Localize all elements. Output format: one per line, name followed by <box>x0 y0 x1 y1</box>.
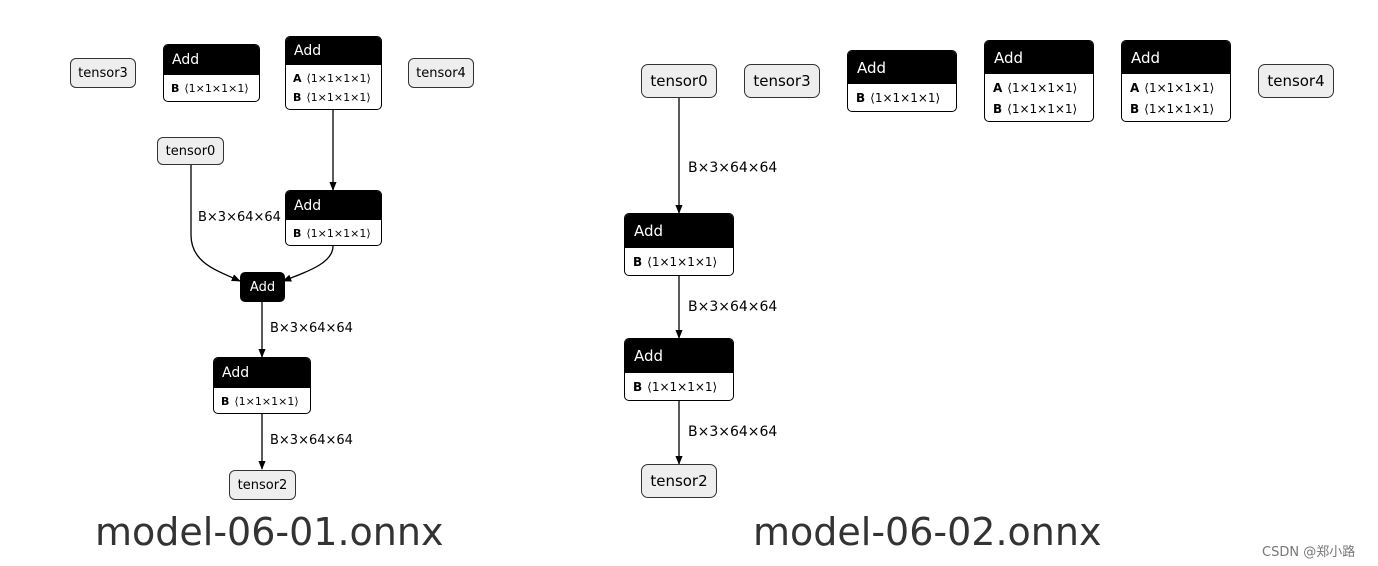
input-row-b: B ⟨1×1×1×1⟩ <box>633 254 718 269</box>
add-node-header: Add <box>625 214 733 248</box>
add-node-top-ab-2[interactable]: Add A ⟨1×1×1×1⟩ B ⟨1×1×1×1⟩ <box>1121 40 1231 122</box>
tensor4-node[interactable]: tensor4 <box>408 58 474 88</box>
tensor2-label: tensor2 <box>650 472 708 490</box>
edge-addmid-to-merge <box>282 245 334 282</box>
tensor2-node[interactable]: tensor2 <box>641 464 717 498</box>
tensor3-node[interactable]: tensor3 <box>70 58 136 88</box>
input-row-b: B ⟨1×1×1×1⟩ <box>221 394 299 408</box>
add-node-header: Add <box>985 41 1093 74</box>
edge-label-shape: B×3×64×64 <box>688 424 778 440</box>
tensor0-node[interactable]: tensor0 <box>641 64 717 98</box>
input-row-a: A ⟨1×1×1×1⟩ <box>293 72 371 85</box>
input-row-a: A ⟨1×1×1×1⟩ <box>993 80 1078 95</box>
input-row-b: B ⟨1×1×1×1⟩ <box>171 82 249 95</box>
tensor2-node[interactable]: tensor2 <box>229 470 296 500</box>
edge-label-shape: B×3×64×64 <box>270 433 353 448</box>
add-node-header: Add <box>286 191 381 220</box>
tensor4-label: tensor4 <box>1267 72 1325 90</box>
edge-label-shape: B×3×64×64 <box>688 160 778 176</box>
tensor3-node[interactable]: tensor3 <box>744 64 820 98</box>
add-node-top-ab-1[interactable]: Add A ⟨1×1×1×1⟩ B ⟨1×1×1×1⟩ <box>984 40 1094 122</box>
tensor0-node[interactable]: tensor0 <box>157 137 224 165</box>
add-node-chain-2[interactable]: Add B ⟨1×1×1×1⟩ <box>624 338 734 401</box>
add-node-top-b[interactable]: Add B ⟨1×1×1×1⟩ <box>847 50 957 112</box>
tensor3-label: tensor3 <box>753 72 811 90</box>
edge-label-shape: B×3×64×64 <box>270 321 353 336</box>
tensor2-label: tensor2 <box>237 477 288 493</box>
edge-label-shape: B×3×64×64 <box>688 299 778 315</box>
add-node-title: Add <box>249 279 276 295</box>
input-row-b: B ⟨1×1×1×1⟩ <box>856 90 941 105</box>
tensor4-node[interactable]: tensor4 <box>1258 64 1334 98</box>
add-node-header: Add <box>286 37 381 65</box>
add-node-header: Add <box>164 45 259 75</box>
add-node-header: Add <box>1122 41 1230 74</box>
input-row-a: A ⟨1×1×1×1⟩ <box>1130 80 1215 95</box>
add-node-header: Add <box>625 339 733 373</box>
watermark: CSDN @郑小路 <box>1262 545 1356 560</box>
input-row-b: B ⟨1×1×1×1⟩ <box>293 91 371 104</box>
tensor0-label: tensor0 <box>650 72 708 90</box>
tensor0-label: tensor0 <box>165 143 216 159</box>
input-row-b: B ⟨1×1×1×1⟩ <box>993 101 1078 116</box>
diagram-caption: model-06-01.onnx <box>95 510 444 554</box>
input-row-b: B ⟨1×1×1×1⟩ <box>633 379 718 394</box>
input-row-b: B ⟨1×1×1×1⟩ <box>1130 101 1215 116</box>
add-node-merge[interactable]: Add <box>240 272 285 302</box>
add-node-header: Add <box>848 51 956 84</box>
add-node-top-ab[interactable]: Add A ⟨1×1×1×1⟩ B ⟨1×1×1×1⟩ <box>285 36 382 110</box>
add-node-chain-1[interactable]: Add B ⟨1×1×1×1⟩ <box>624 213 734 276</box>
edge-label-shape: B×3×64×64 <box>198 210 281 225</box>
input-row-b: B ⟨1×1×1×1⟩ <box>293 226 371 240</box>
add-node-header: Add <box>214 358 310 388</box>
diagram-caption: model-06-02.onnx <box>753 510 1102 554</box>
tensor4-label: tensor4 <box>416 65 466 81</box>
add-node-top-left[interactable]: Add B ⟨1×1×1×1⟩ <box>163 44 260 102</box>
tensor3-label: tensor3 <box>78 65 128 81</box>
add-node-middle[interactable]: Add B ⟨1×1×1×1⟩ <box>285 190 382 246</box>
add-node-bottom[interactable]: Add B ⟨1×1×1×1⟩ <box>213 357 311 414</box>
